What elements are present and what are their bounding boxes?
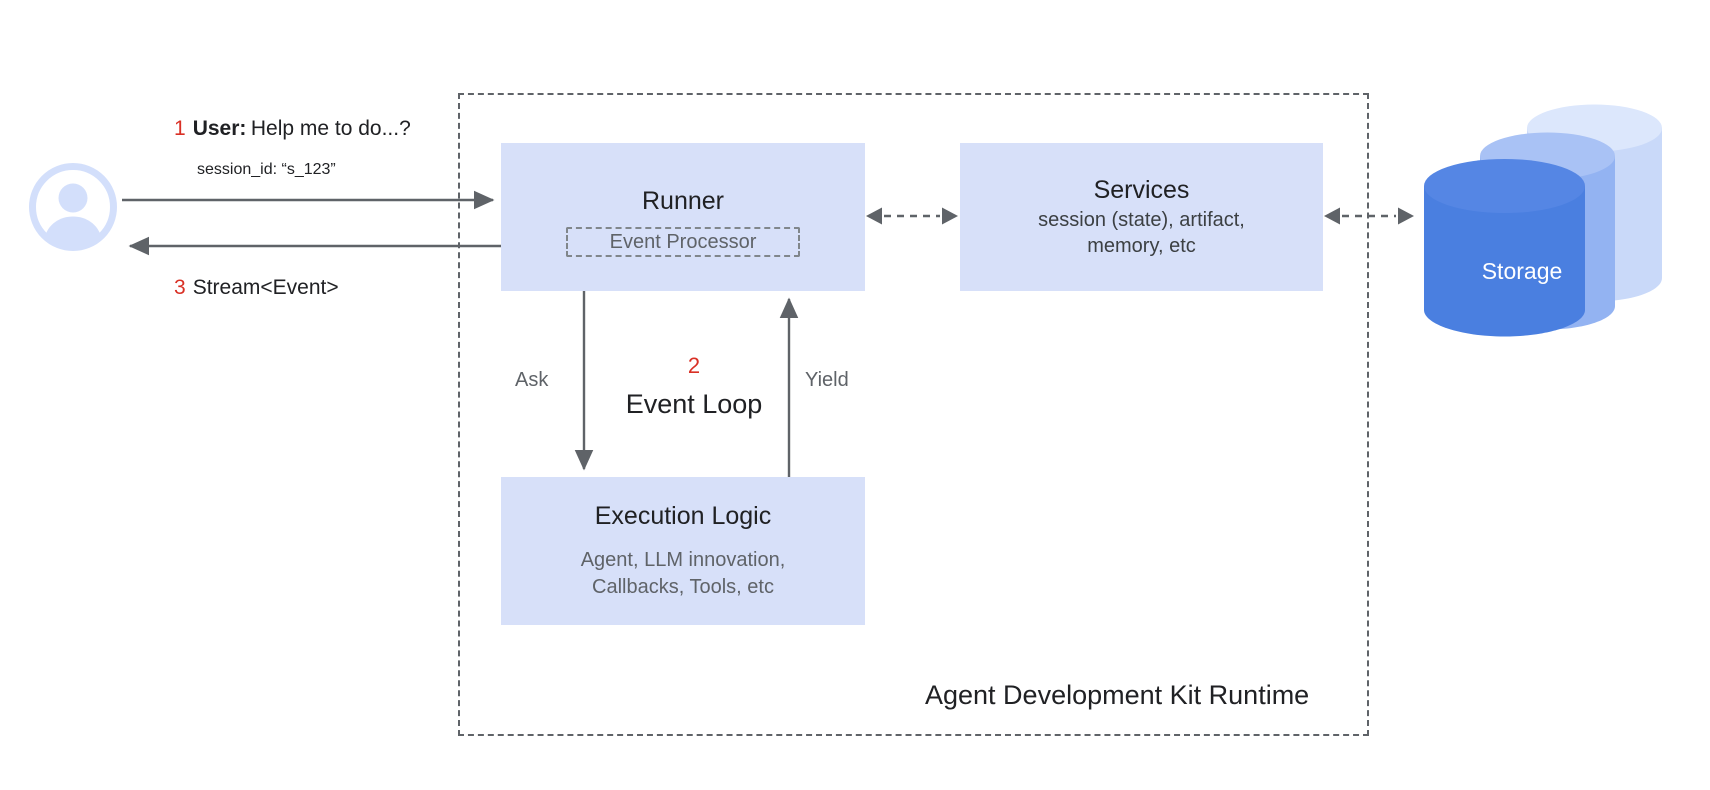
person-avatar-icon [29, 163, 117, 251]
arrowhead-services-right [942, 207, 958, 225]
event-loop-label: Event Loop [625, 389, 763, 419]
services-node[interactable]: Services session (state), artifact, memo… [960, 143, 1323, 291]
execution-logic-node[interactable]: Execution Logic Agent, LLM innovation, C… [501, 477, 865, 625]
ask-arrow-label: Ask [515, 369, 549, 391]
services-detail-line-1: session (state), artifact, [1038, 208, 1245, 231]
yield-arrow-label: Yield [805, 369, 849, 391]
execution-logic-detail-line-2: Callbacks, Tools, etc [592, 576, 774, 598]
stream-response-message: 3 Stream<Event> [174, 277, 339, 298]
event-processor-label: Event Processor [609, 230, 757, 253]
arrowhead-storage-left [1324, 207, 1340, 225]
user-request-message: 1 User: Help me to do...? [174, 118, 411, 139]
user-role-label: User: [192, 117, 247, 140]
step-number-3: 3 [174, 276, 186, 299]
execution-logic-detail-line-1: Agent, LLM innovation, [580, 549, 786, 571]
user-request-text: Help me to do...? [250, 117, 411, 140]
services-title: Services [1093, 175, 1190, 204]
stream-response-text: Stream<Event> [192, 276, 339, 299]
runtime-title: Agent Development Kit Runtime [925, 680, 1310, 710]
runner-title: Runner [642, 186, 724, 215]
database-cylinder-stack-icon[interactable] [1412, 98, 1682, 338]
session-id-label: session_id: “s_123” [197, 161, 336, 178]
adk-runtime-container [458, 93, 1369, 736]
services-detail-line-2: memory, etc [1087, 235, 1196, 257]
storage-cylinder-front [1424, 159, 1585, 337]
arrowhead-services-left [866, 207, 882, 225]
step-number-2: 2 [687, 353, 701, 378]
step-number-1: 1 [174, 117, 186, 140]
event-processor-node[interactable]: Event Processor [566, 226, 800, 257]
runner-node[interactable]: Runner Event Processor [501, 143, 865, 291]
execution-logic-title: Execution Logic [594, 502, 772, 530]
arrowhead-storage-right [1398, 207, 1414, 225]
